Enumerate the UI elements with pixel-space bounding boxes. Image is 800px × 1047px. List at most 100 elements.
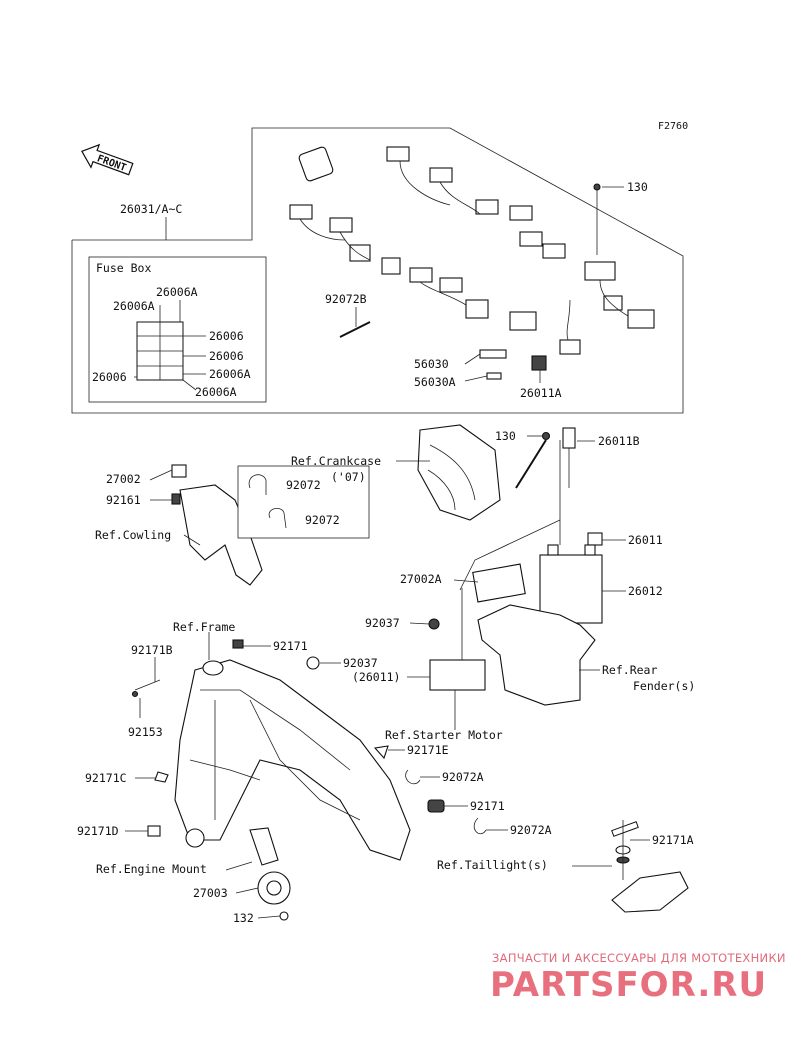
ecu-27002A [472,563,526,603]
clip-92161 [171,493,181,505]
label-ref-frame: Ref.Frame [173,620,235,634]
label-92037-a: 92037 [365,616,400,630]
crankcase-cover [417,424,501,521]
label-92171-b: 92171 [470,799,505,813]
connector-1 [386,146,410,162]
label-92072-note: ('07) [331,470,366,484]
label-92171C: 92171C [85,771,127,785]
clamp-92171-b [427,799,445,813]
fuse-label-3: 26006 [209,329,244,343]
connector-14 [509,311,537,331]
horn-center [266,880,282,896]
label-26011A: 26011A [520,386,562,400]
clamp-92171E [373,745,389,760]
label-27002: 27002 [106,472,141,486]
connector-16 [627,309,655,329]
label-ref-rear-2: Fender(s) [633,679,695,693]
connector-2 [429,167,453,183]
clamp-92171-a [232,639,244,649]
watermark-tagline: ЗАПЧАСТИ И АКСЕССУАРЫ ДЛЯ МОТОТЕХНИКИ [492,951,786,965]
label-26031: 26031/A~C [120,202,182,216]
fuse-box-title: Fuse Box [96,261,151,275]
relay-26011B [562,427,576,449]
starter-relay [429,659,486,691]
label-ref-crankcase: Ref.Crankcase [291,454,381,468]
connector-8 [329,217,353,233]
label-56030A: 56030A [414,375,456,389]
label-ref-cowling: Ref.Cowling [95,528,171,542]
rear-fender-tray [477,604,596,706]
watermark-brand: PARTSFOR.RU [490,965,767,1005]
band-box [237,465,370,539]
battery-26012 [539,554,603,624]
clamp-92037-a [428,618,440,630]
fuse-box: Fuse Box 26006A 26006A 26006 26006 26006… [88,256,267,403]
cowling-bracket [179,484,263,586]
label-92171A: 92171A [652,833,694,847]
front-arrow-icon: FRONT [81,143,134,176]
label-27003: 27003 [193,886,228,900]
figure-code: F2760 [658,121,688,132]
harness-panel: 26031/A~C 130 92072B 56030 56030A 26011A… [71,127,684,414]
pad-56030A [486,372,502,380]
label-ref-starter: Ref.Starter Motor [385,728,503,742]
clamp-92072B [339,321,371,338]
fuse-label-5: 26006 [92,370,127,384]
label-92161: 92161 [106,493,141,507]
fuse-label-2: 26006A [113,299,155,313]
label-26011-paren: (26011) [352,670,400,684]
label-92171D: 92171D [77,824,119,838]
label-92171-a: 92171 [273,639,308,653]
frame-pivot [185,828,205,848]
band-92072A-2 [473,817,487,835]
label-ref-taillight: Ref.Taillight(s) [437,858,548,872]
band-92072A-1 [405,769,421,785]
label-132: 132 [233,911,254,925]
label-27002A: 27002A [400,572,442,586]
fuse-label-4: 26006 [209,349,244,363]
bolt-130-mid [541,431,551,441]
connector-3 [475,199,499,215]
relay-26011A [531,355,547,371]
connector-12 [439,277,463,293]
label-92171B: 92171B [131,643,173,657]
label-92072-b: 92072 [305,513,340,527]
label-130-top: 130 [627,180,648,194]
connector-7 [289,204,313,220]
relay-27002 [171,464,187,478]
fuse-label-7: 26006A [195,385,237,399]
label-92037-b: 92037 [343,656,378,670]
label-92171E: 92171E [407,743,449,757]
screw-92153 [131,690,139,698]
label-92072-a: 92072 [286,478,321,492]
steering-head [202,660,224,676]
fuse-label-1: 26006A [156,285,198,299]
label-92072A-2: 92072A [510,823,552,837]
connector-11 [409,267,433,283]
clamp-92171C [154,771,169,783]
label-92072A-1: 92072A [442,770,484,784]
pad-56030 [479,349,507,359]
connector-6 [542,243,566,259]
clamp-92171B [134,679,161,691]
label-92072B: 92072B [325,292,367,306]
connector-4 [509,205,533,221]
engine-mount-bracket [249,827,279,866]
connector-13 [465,299,489,319]
connector-10 [381,257,401,275]
label-56030: 56030 [414,357,449,371]
battery-terminal-2 [584,544,596,556]
clamp-92171D [147,825,161,837]
connector-15 [584,261,616,281]
connector-18 [559,339,581,355]
taillight-unit [611,871,689,913]
harness-boot [298,146,334,182]
connector-5 [519,231,543,247]
watermark: ЗАПЧАСТИ И АКСЕССУАРЫ ДЛЯ МОТОТЕХНИКИ PA… [490,951,786,1005]
bolt-130-top [593,183,601,191]
label-130-mid: 130 [495,429,516,443]
label-26011B: 26011B [598,434,640,448]
relay-26011 [587,532,603,546]
frame-section: Ref.Frame 92171 92037 92171B 92153 92171… [77,620,694,925]
